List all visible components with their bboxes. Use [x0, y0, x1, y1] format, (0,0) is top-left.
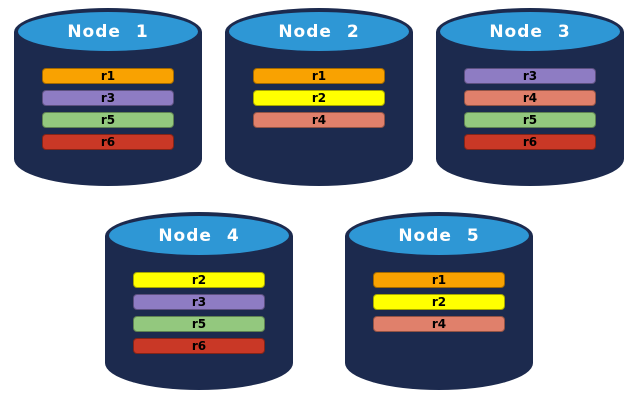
replica-bar-r6: r6: [133, 338, 265, 354]
database-node-cylinder: Node 1 r1 r3 r5 r6: [14, 8, 202, 186]
replica-bar-r4: r4: [373, 316, 505, 332]
database-node-cylinder: Node 5 r1 r2 r4: [345, 212, 533, 390]
replica-bar-r4: r4: [464, 90, 596, 106]
replica-bar-r6: r6: [464, 134, 596, 150]
cylinder-top-ellipse: [349, 216, 529, 255]
replica-bar-r3: r3: [464, 68, 596, 84]
cylinder-top-ellipse: [18, 12, 198, 51]
database-node-cylinder: Node 3 r3 r4 r5 r6: [436, 8, 624, 186]
database-node-cylinder: Node 4 r2 r3 r5 r6: [105, 212, 293, 390]
cylinder-top-rim: [105, 212, 293, 260]
cylinder-top-ellipse: [229, 12, 409, 51]
node-title: Node 1: [67, 22, 149, 42]
replica-bar-r1: r1: [42, 68, 174, 84]
cylinder-body: [345, 236, 533, 390]
cylinder-body: [225, 32, 413, 186]
replica-bar-r1: r1: [373, 272, 505, 288]
replica-bar-r2: r2: [373, 294, 505, 310]
replica-bar-r2: r2: [133, 272, 265, 288]
node-row-bottom: Node 4 r2 r3 r5 r6 Node 5 r1 r2 r4: [0, 212, 638, 390]
replica-list: r1 r2 r4: [225, 68, 413, 128]
node-title: Node 4: [158, 226, 240, 246]
replica-list: r3 r4 r5 r6: [436, 68, 624, 150]
node-title: Node 3: [489, 22, 571, 42]
replica-bar-r5: r5: [42, 112, 174, 128]
cylinder-top-ellipse: [109, 216, 289, 255]
replica-bar-r3: r3: [42, 90, 174, 106]
cylinder-top-ellipse: [440, 12, 620, 51]
replica-bar-r3: r3: [133, 294, 265, 310]
replica-bar-r4: r4: [253, 112, 385, 128]
replica-bar-r6: r6: [42, 134, 174, 150]
cylinder-top-rim: [14, 8, 202, 56]
replica-bar-r5: r5: [133, 316, 265, 332]
database-node-cylinder: Node 2 r1 r2 r4: [225, 8, 413, 186]
replica-bar-r1: r1: [253, 68, 385, 84]
replica-bar-r2: r2: [253, 90, 385, 106]
replica-list: r2 r3 r5 r6: [105, 272, 293, 354]
node-title: Node 5: [398, 226, 480, 246]
cylinder-body: [436, 32, 624, 186]
node-title: Node 2: [278, 22, 360, 42]
replica-list: r1 r2 r4: [345, 272, 533, 332]
cylinder-body: [14, 32, 202, 186]
cylinder-top-rim: [436, 8, 624, 56]
cylinder-top-rim: [225, 8, 413, 56]
replica-bar-r5: r5: [464, 112, 596, 128]
cylinder-top-rim: [345, 212, 533, 260]
replica-list: r1 r3 r5 r6: [14, 68, 202, 150]
cylinder-body: [105, 236, 293, 390]
